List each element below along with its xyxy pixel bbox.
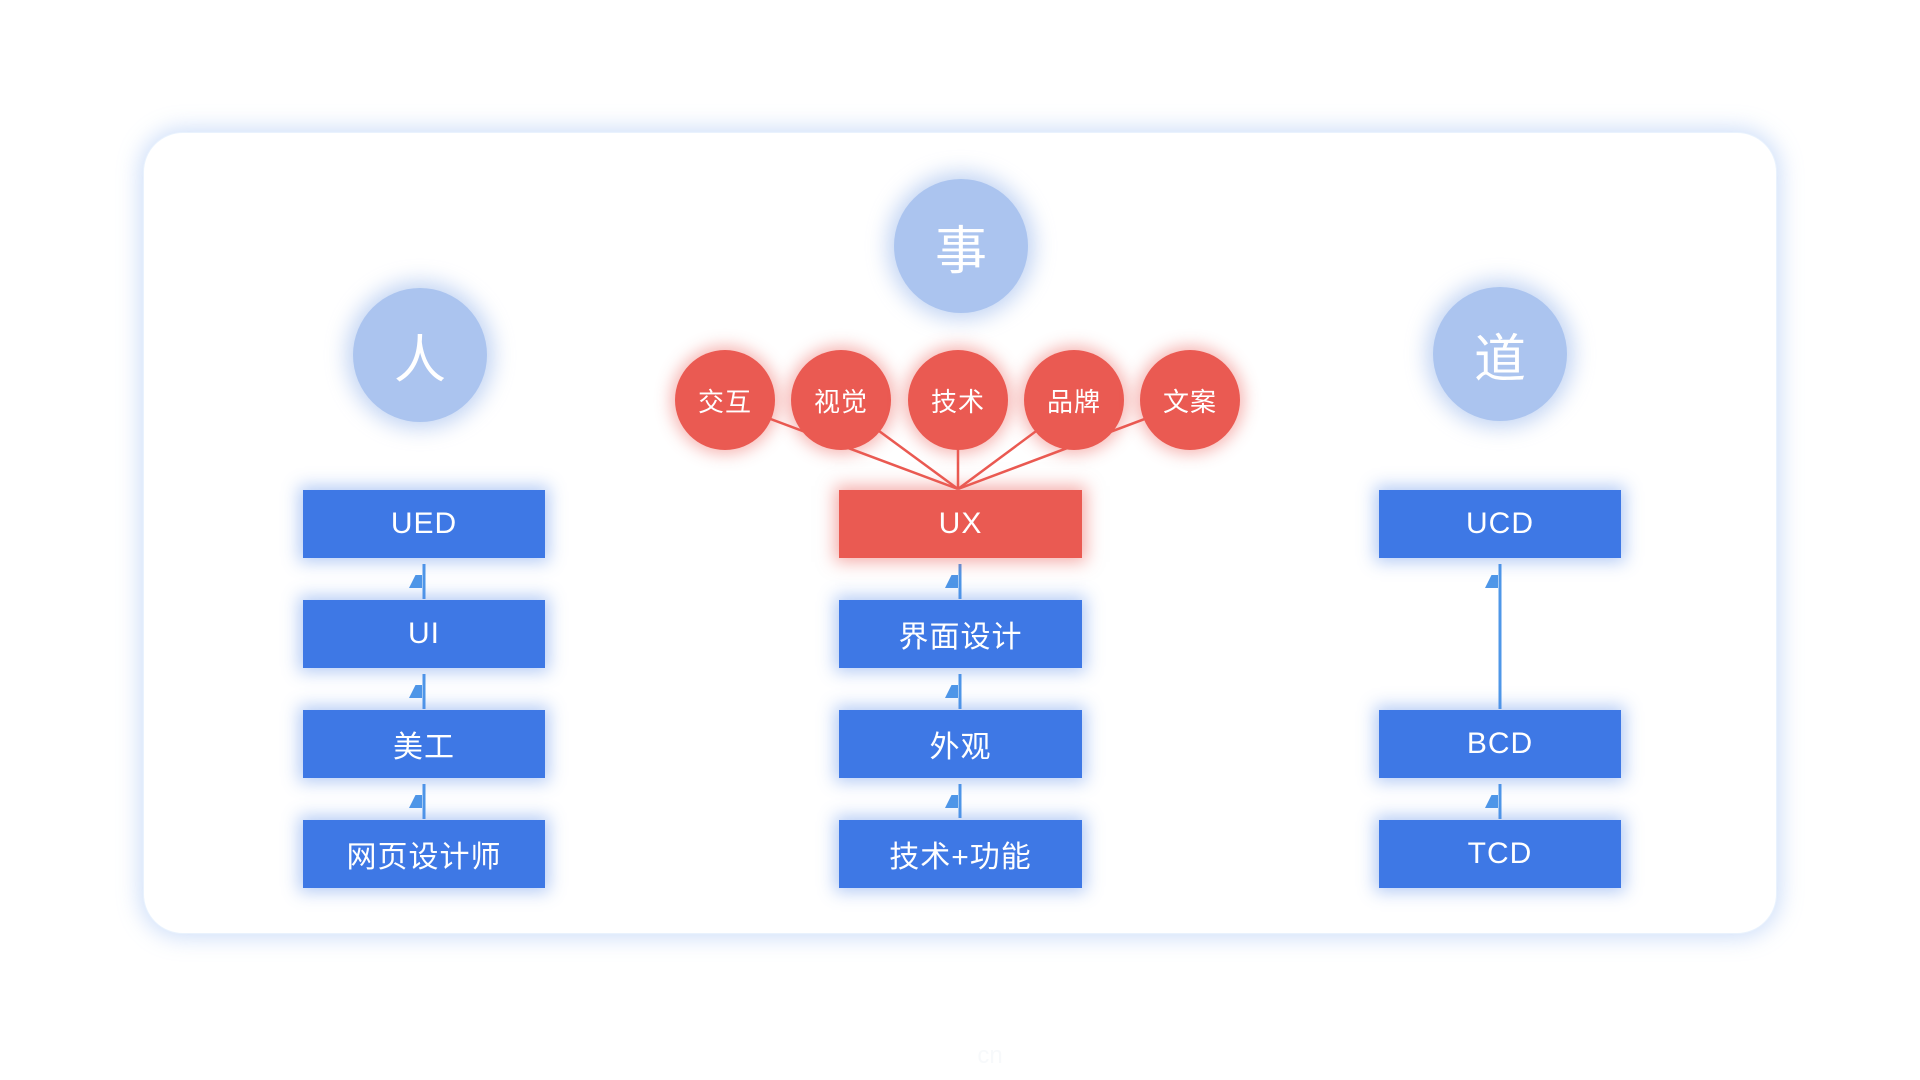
concept-circle-matter: 事 [894, 179, 1028, 313]
node-tech-function-label: 技术+功能 [889, 841, 1032, 874]
factor-circle-visual: 视觉 [791, 350, 891, 450]
node-ux-label: UX [938, 507, 983, 540]
concept-circle-person-label: 人 [393, 331, 446, 390]
node-web-designer-label: 网页设计师 [346, 841, 502, 874]
node-ui: UI [303, 600, 545, 668]
factor-circle-copywriting: 文案 [1140, 350, 1240, 450]
node-bcd-label: BCD [1466, 727, 1534, 760]
node-tcd: TCD [1379, 820, 1621, 888]
node-interface-design: 界面设计 [839, 600, 1082, 668]
concept-circle-way-label: 道 [1473, 330, 1526, 389]
factor-circle-visual-label: 视觉 [813, 386, 868, 417]
concept-circle-matter-label: 事 [934, 222, 987, 281]
node-appearance-label: 外观 [929, 731, 992, 764]
concept-circle-way: 道 [1433, 287, 1567, 421]
factor-circle-interaction-label: 交互 [697, 386, 752, 417]
node-tech-function: 技术+功能 [839, 820, 1082, 888]
node-ux: UX [839, 490, 1082, 558]
node-appearance: 外观 [839, 710, 1082, 778]
factor-circle-brand: 品牌 [1024, 350, 1124, 450]
factor-circle-copywriting-label: 文案 [1162, 386, 1217, 417]
node-ucd-label: UCD [1466, 507, 1534, 540]
node-ucd: UCD [1379, 490, 1621, 558]
node-ued: UED [303, 490, 545, 558]
node-interface-design-label: 界面设计 [898, 621, 1023, 654]
factor-circle-brand-label: 品牌 [1046, 386, 1101, 417]
factor-circle-interaction: 交互 [675, 350, 775, 450]
concept-circle-person: 人 [353, 288, 487, 422]
node-tcd-label: TCD [1467, 837, 1533, 870]
node-ued-label: UED [390, 507, 458, 540]
watermark: cn [977, 1042, 1003, 1069]
node-bcd: BCD [1379, 710, 1621, 778]
node-artist-label: 美工 [393, 731, 455, 764]
factor-circle-technology: 技术 [908, 350, 1008, 450]
node-web-designer: 网页设计师 [303, 820, 545, 888]
node-artist: 美工 [303, 710, 545, 778]
factor-circle-technology-label: 技术 [930, 386, 985, 417]
node-ui-label: UI [408, 617, 440, 650]
